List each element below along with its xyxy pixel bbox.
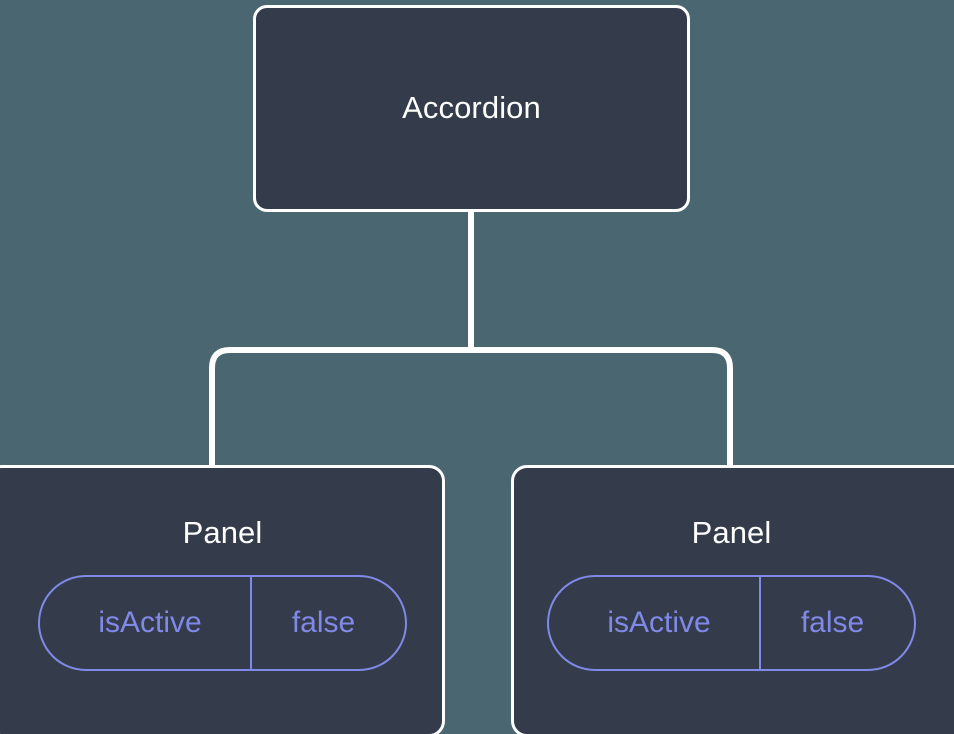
node-panel-1[interactable]: Panel isActive false	[511, 465, 954, 734]
node-panel-1-title: Panel	[691, 515, 772, 550]
node-panel-0[interactable]: Panel isActive false	[0, 465, 445, 734]
node-panel-0-prop-key: isActive	[98, 606, 202, 640]
node-panel-1-content: Panel isActive false	[514, 515, 954, 672]
node-accordion-title: Accordion	[402, 90, 541, 126]
connector-branch-left	[209, 347, 471, 468]
node-panel-1-prop-key: isActive	[607, 606, 711, 640]
node-panel-1-prop-value: false	[759, 577, 914, 670]
node-panel-0-content: Panel isActive false	[0, 515, 442, 672]
node-panel-0-title: Panel	[182, 515, 263, 550]
node-panel-0-prop-value: false	[250, 577, 405, 670]
node-accordion[interactable]: Accordion	[253, 5, 690, 212]
connector-branch-right	[471, 347, 733, 468]
node-panel-0-prop-badge[interactable]: isActive false	[38, 575, 407, 672]
node-panel-1-prop-badge[interactable]: isActive false	[547, 575, 916, 672]
